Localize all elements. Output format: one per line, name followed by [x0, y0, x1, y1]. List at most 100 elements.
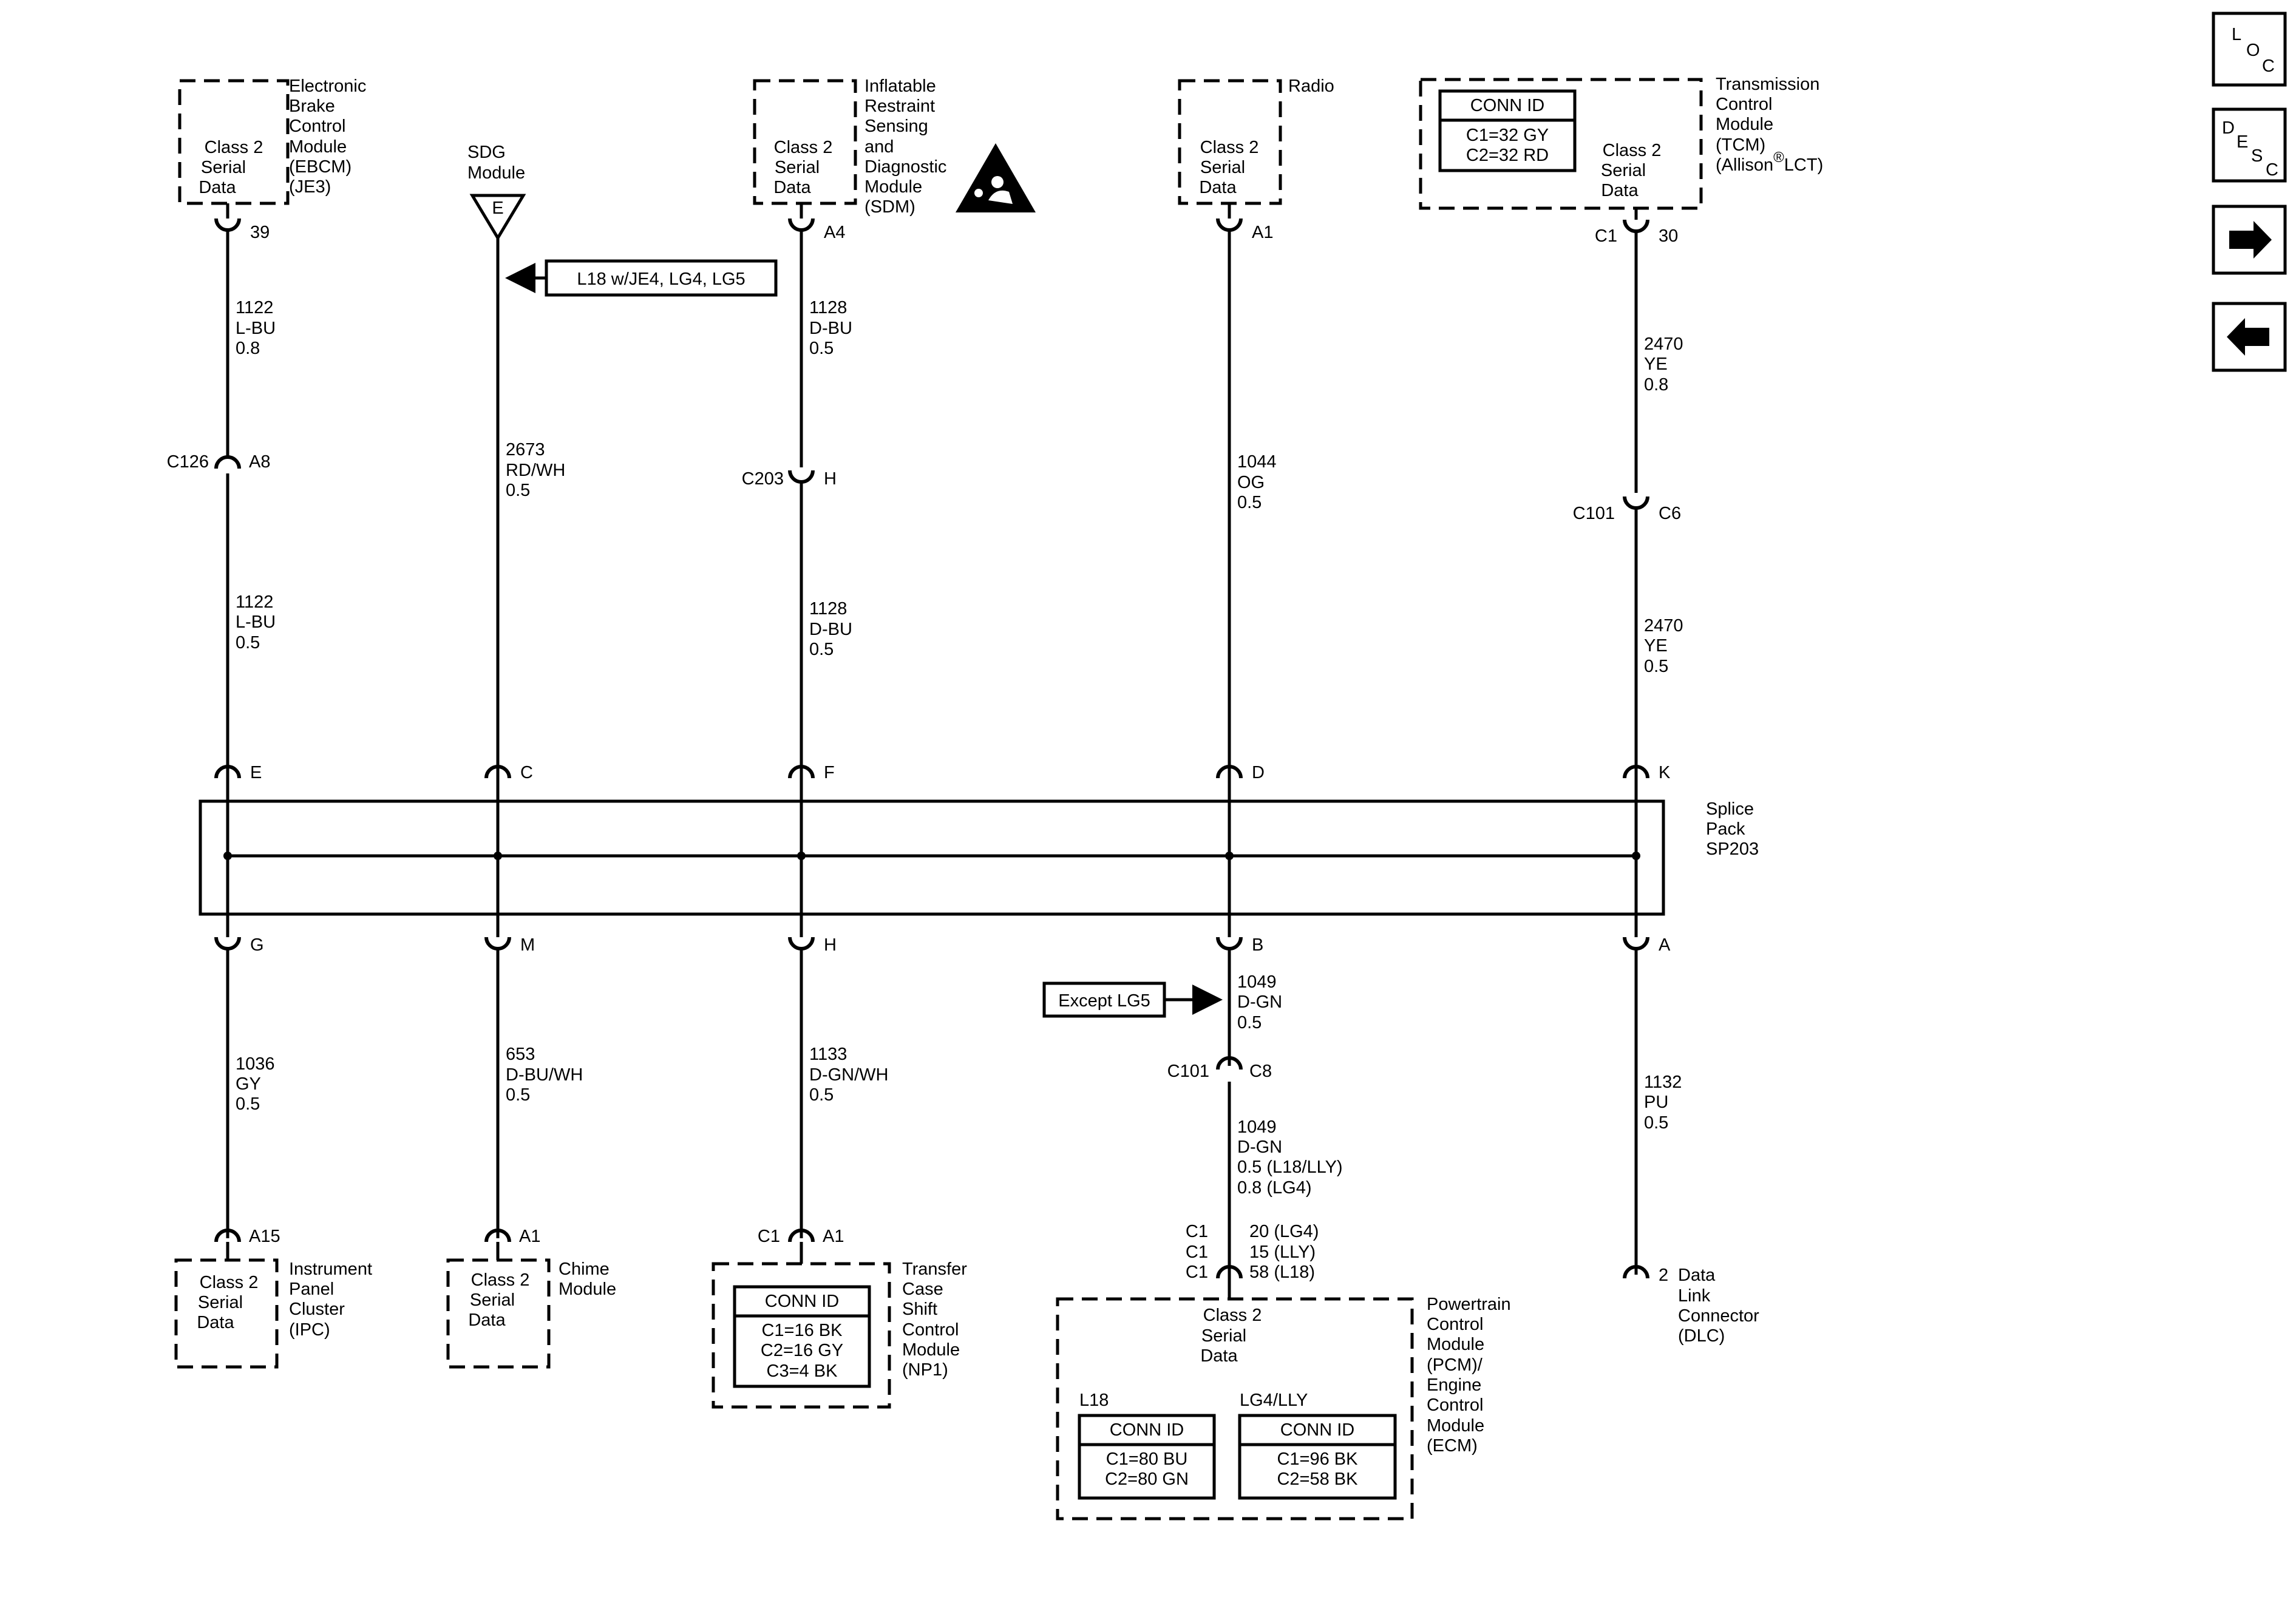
ipc-label-4: (IPC)	[289, 1320, 330, 1340]
np1-label-6: (NP1)	[902, 1360, 948, 1380]
ipc-module: Class 2 Serial Data Instrument Panel Clu…	[174, 1258, 372, 1369]
wire-radio: A1 1044 OG 0.5	[1216, 203, 1277, 778]
splice-label-2: Pack	[1706, 819, 1745, 839]
w653-1: 653	[506, 1045, 535, 1064]
tcm-label-2: Control	[1716, 95, 1773, 114]
w1049-top-1: 1049	[1237, 972, 1277, 992]
radio-module: Class 2 Serial Data Radio	[1178, 76, 1334, 205]
wire-np1: 1133 D-GN/WH 0.5 C1 A1	[758, 949, 888, 1264]
w653-2: D-BU/WH	[506, 1065, 583, 1085]
ipc-box-line-3: Data	[197, 1313, 234, 1332]
pcm-lg4-row-2: C2=58 BK	[1277, 1470, 1358, 1489]
wire-sdm: A4 1128 D-BU 0.5 C203 H 1128 D-BU 0.5	[742, 203, 852, 778]
sdm-box-line-1: Class 2	[774, 138, 833, 157]
dlc-pin: 2	[1659, 1266, 1668, 1285]
w1049-top-3: 0.5	[1237, 1013, 1262, 1032]
w1132-2: PU	[1644, 1093, 1668, 1112]
next-button[interactable]	[2212, 205, 2287, 275]
c101-tcm-pin: C6	[1659, 504, 1681, 523]
splice-label-3: SP203	[1706, 839, 1759, 859]
w1128-bot-2: D-BU	[809, 620, 852, 639]
dlc-label-4: (DLC)	[1678, 1326, 1725, 1346]
np1-module: CONN ID C1=16 BK C2=16 GY C3=4 BK Transf…	[712, 1259, 967, 1409]
pcm-box-line-2: Serial	[1201, 1326, 1246, 1346]
wire-ipc: 1036 GY 0.5 A15	[214, 949, 280, 1260]
loc-button[interactable]: L O C	[2212, 12, 2287, 87]
sdm-label-1: Inflatable	[864, 76, 936, 96]
np1-conn-row-1: C1=16 BK	[761, 1321, 843, 1340]
c203-pin: H	[824, 469, 837, 489]
except-lg5-callout: Except LG5	[1058, 991, 1150, 1011]
w1044-1: 1044	[1237, 452, 1277, 472]
prev-button[interactable]	[2212, 302, 2287, 372]
w1049-bot-3: 0.5 (L18/LLY)	[1237, 1158, 1343, 1177]
w1122-bot-2: L-BU	[236, 612, 276, 632]
loc-letter-l: L	[2232, 25, 2241, 44]
w2470-bot-1: 2470	[1644, 616, 1683, 636]
w2470-top-1: 2470	[1644, 334, 1683, 354]
splice-top-pin-d: D	[1252, 763, 1265, 782]
wire-dlc: 1132 PU 0.5 2 Data Link Connector (DLC)	[1623, 949, 1759, 1346]
w1049-top-2: D-GN	[1237, 992, 1282, 1012]
w1044-3: 0.5	[1237, 493, 1262, 512]
ipc-box-line-1: Class 2	[200, 1273, 259, 1292]
ebcm-box-line-3: Data	[199, 178, 236, 197]
splice-top-pin-k: K	[1659, 763, 1671, 782]
sdm-label-2: Restraint	[864, 97, 935, 116]
radio-box-line-1: Class 2	[1200, 138, 1259, 157]
radio-label: Radio	[1288, 76, 1334, 96]
splice-bot-pin-b: B	[1252, 935, 1263, 955]
ebcm-label-4: Module	[289, 137, 347, 157]
splice-label-1: Splice	[1706, 799, 1754, 819]
chime-box-line-2: Serial	[470, 1290, 515, 1310]
tcm-label-3: Module	[1716, 115, 1773, 134]
c203-name: C203	[742, 469, 784, 489]
w2673-3: 0.5	[506, 481, 530, 500]
np1-conn-id-title: CONN ID	[765, 1292, 839, 1311]
w1122-top-3: 0.8	[236, 339, 260, 358]
pcm-lg4-conn-title: CONN ID	[1280, 1420, 1354, 1440]
sdg-label-1: SDG	[467, 143, 506, 162]
ebcm-module: Class 2 Serial Data Electronic Brake Con…	[178, 76, 366, 205]
radio-box-line-3: Data	[1199, 178, 1237, 197]
pcm-l18-conn-title: CONN ID	[1110, 1420, 1184, 1440]
tcm-label-4: (TCM)	[1716, 135, 1765, 155]
splice-bot-pin-a: A	[1659, 935, 1671, 955]
w653-3: 0.5	[506, 1085, 530, 1105]
w1133-1: 1133	[809, 1045, 847, 1064]
wire-chime: 653 D-BU/WH 0.5 A1	[484, 949, 583, 1260]
desc-button[interactable]: D E S C	[2212, 107, 2287, 183]
np1-conn-row-3: C3=4 BK	[767, 1361, 838, 1381]
wire-tcm: C1 30 2470 YE 0.8 C101 C6 2470 YE 0.5	[1573, 208, 1683, 778]
right-arrow-icon	[2229, 221, 2272, 259]
ipc-box-line-2: Serial	[198, 1293, 243, 1312]
pcm-conn-2: C1	[1186, 1242, 1208, 1262]
sdg-option-callout: L18 w/JE4, LG4, LG5	[577, 270, 745, 289]
dlc-label-3: Connector	[1678, 1306, 1759, 1326]
np1-pin: A1	[823, 1227, 844, 1246]
np1-label-1: Transfer	[902, 1259, 967, 1279]
chime-module: Class 2 Serial Data Chime Module	[446, 1258, 616, 1369]
c101-tcm-name: C101	[1573, 504, 1615, 523]
sdm-label-4: and	[864, 137, 894, 157]
w1132-1: 1132	[1644, 1073, 1682, 1092]
tcm-conn: C1	[1595, 226, 1617, 246]
splice-pack-sp203: E C F D K G M H B A Splice Pack SP203	[199, 763, 1759, 955]
w1122-top-1: 1122	[236, 298, 273, 317]
pcm-box-line-3: Data	[1200, 1346, 1238, 1366]
ebcm-label-5: (EBCM)	[289, 157, 352, 177]
w1036-1: 1036	[236, 1054, 275, 1074]
dlc-label-1: Data	[1678, 1266, 1716, 1285]
w2470-bot-2: YE	[1644, 636, 1668, 656]
tcm-conn-row-1: C1=32 GY	[1466, 126, 1549, 145]
tcm-registered-mark: ®	[1773, 149, 1784, 166]
pcm-conn-1: C1	[1186, 1222, 1208, 1241]
np1-label-4: Control	[902, 1320, 959, 1340]
w2470-bot-3: 0.5	[1644, 657, 1668, 676]
radio-box-line-2: Serial	[1200, 158, 1245, 177]
desc-letter-d: D	[2222, 118, 2235, 138]
w1132-3: 0.5	[1644, 1113, 1668, 1133]
splice-bot-pin-m: M	[520, 935, 535, 955]
pcm-pin-1: 20 (LG4)	[1249, 1222, 1319, 1241]
